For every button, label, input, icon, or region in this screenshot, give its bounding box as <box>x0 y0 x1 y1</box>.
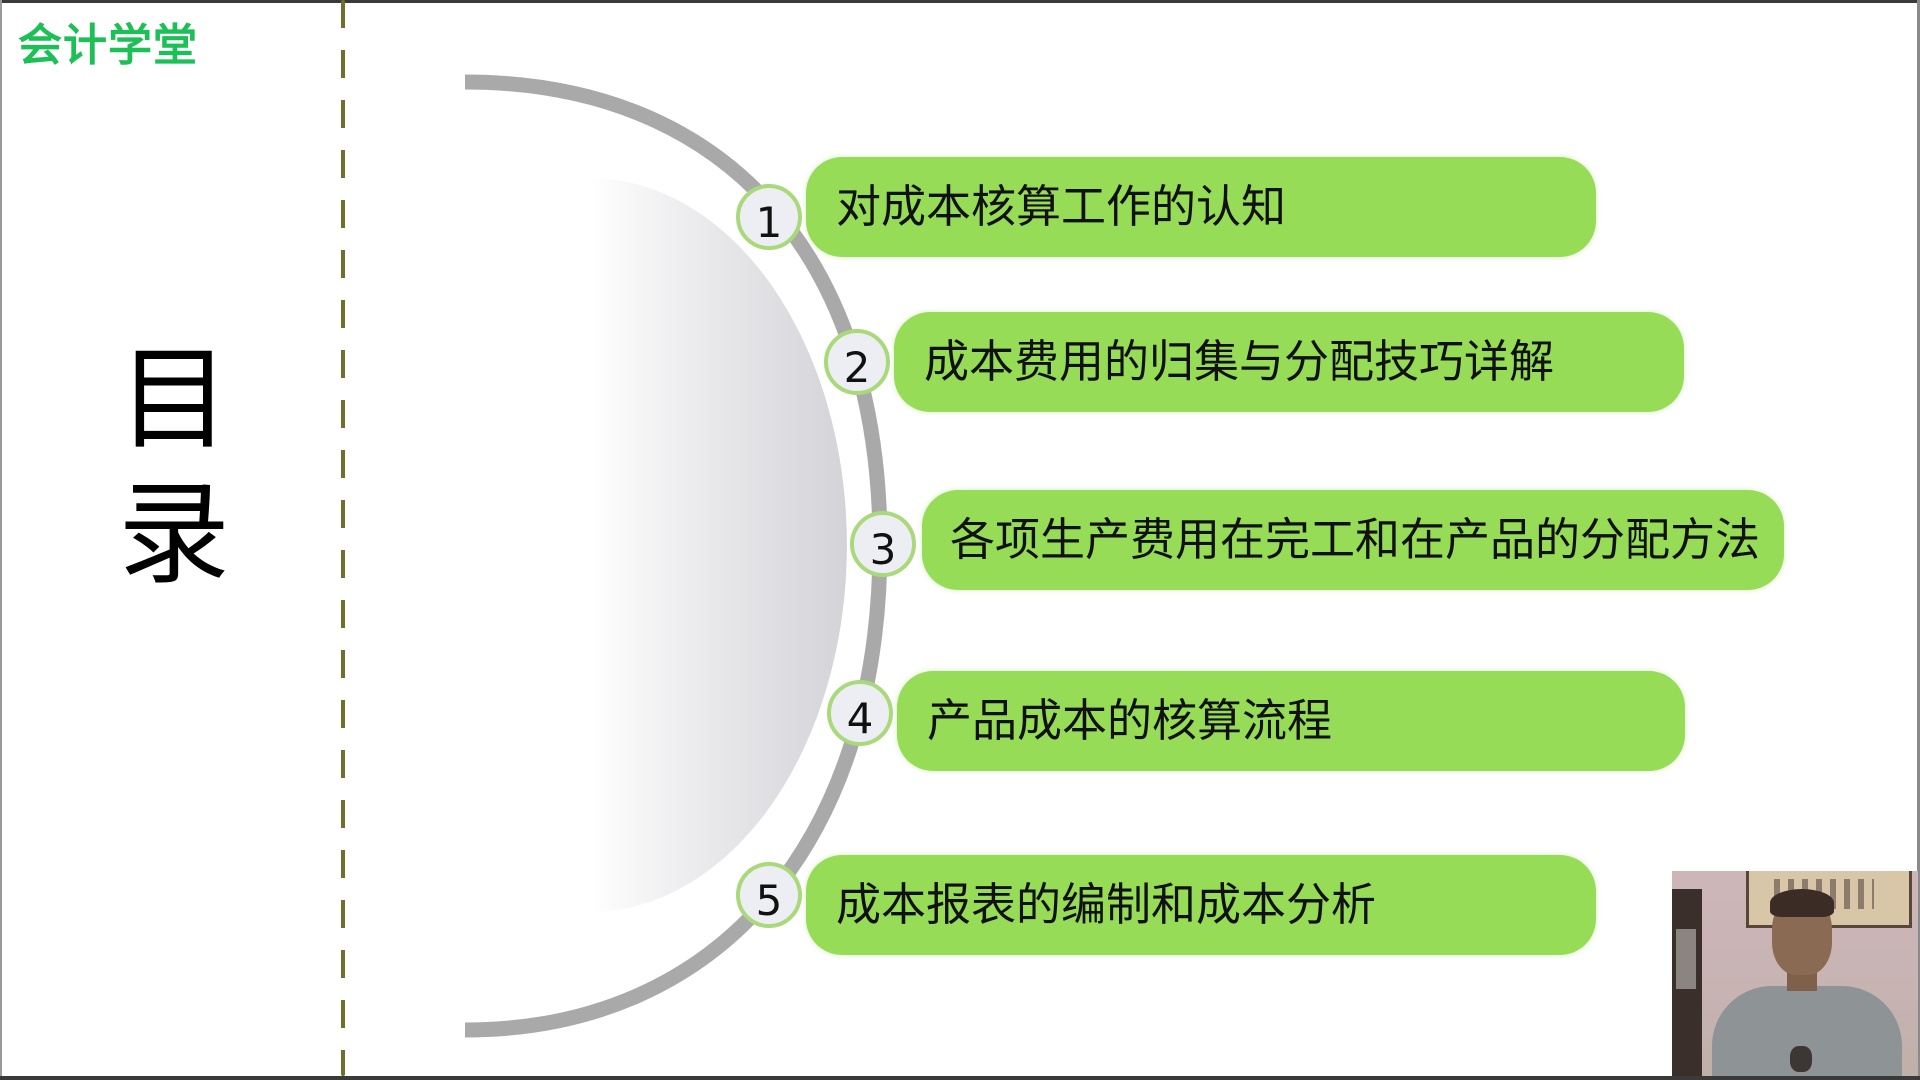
toc-item-5[interactable]: 成本报表的编制和成本分析 <box>806 855 1596 955</box>
shirt-emblem <box>1790 1046 1812 1072</box>
window-bottom-border <box>0 1076 1920 1080</box>
toc-item-4[interactable]: 产品成本的核算流程 <box>897 671 1685 771</box>
toc-item-3[interactable]: 各项生产费用在完工和在产品的分配方法 <box>922 490 1784 590</box>
toc-item-label: 成本费用的归集与分配技巧详解 <box>924 335 1555 388</box>
window-right-border <box>1917 0 1920 1080</box>
presenter-webcam[interactable] <box>1672 871 1918 1076</box>
window-left-border <box>0 0 2 1080</box>
toc-item-label: 产品成本的核算流程 <box>927 694 1333 747</box>
page-title-char-1: 目 <box>118 335 230 465</box>
inner-half-disc <box>590 178 847 912</box>
toc-number-badge-5: 5 <box>736 862 802 928</box>
dashed-divider <box>341 0 345 1076</box>
toc-item-label: 成本报表的编制和成本分析 <box>836 878 1377 931</box>
bookshelf <box>1672 889 1702 1076</box>
toc-number-badge-4: 4 <box>827 680 893 746</box>
toc-item-2[interactable]: 成本费用的归集与分配技巧详解 <box>894 312 1684 412</box>
toc-number-badge-1: 1 <box>736 184 802 250</box>
toc-item-1[interactable]: 对成本核算工作的认知 <box>806 157 1596 257</box>
toc-number-badge-2: 2 <box>824 329 890 395</box>
page-title-char-2: 录 <box>118 470 230 600</box>
toc-item-label: 对成本核算工作的认知 <box>836 180 1287 233</box>
brand-logo: 会计学堂 <box>18 20 198 71</box>
toc-item-label: 各项生产费用在完工和在产品的分配方法 <box>950 513 1761 566</box>
window-top-border <box>0 0 1920 3</box>
toc-number-badge-3: 3 <box>850 511 916 577</box>
presenter-hair <box>1770 889 1834 917</box>
